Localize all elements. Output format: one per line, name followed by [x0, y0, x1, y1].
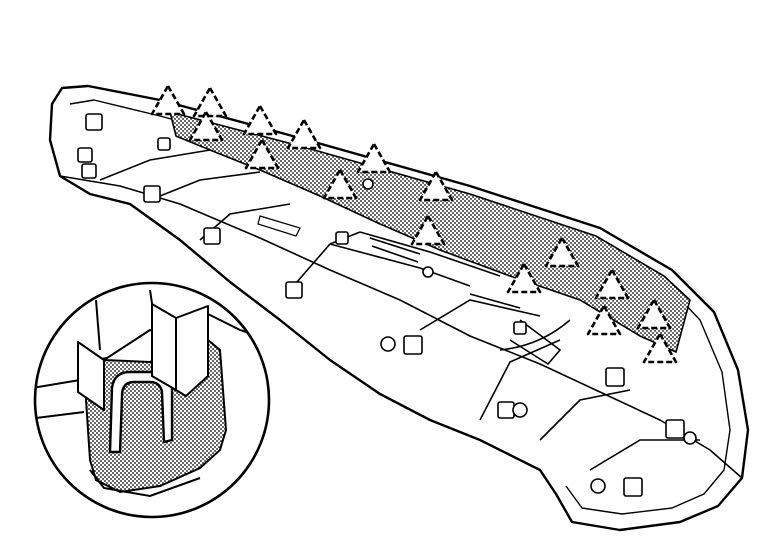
warning-triangle-icon	[506, 262, 542, 294]
boss	[513, 321, 527, 335]
warning-triangle-icon	[544, 236, 580, 268]
boss	[605, 367, 625, 387]
boss	[512, 402, 528, 418]
warning-triangle-icon	[150, 84, 186, 116]
warning-triangle-icon	[244, 138, 280, 170]
warning-triangle-icon	[636, 298, 672, 330]
boss	[81, 163, 97, 179]
boss	[403, 335, 423, 355]
warning-triangle-icon	[586, 304, 622, 336]
boss	[683, 431, 697, 445]
warning-triangle-icon	[356, 142, 392, 174]
warning-triangle-icon	[418, 170, 454, 202]
warning-triangle-icon	[192, 86, 228, 118]
boss	[380, 336, 396, 352]
boss	[85, 113, 103, 131]
boss	[143, 185, 161, 203]
boss	[362, 178, 374, 190]
magnifier-circle-icon	[33, 281, 271, 519]
bumper-outline	[48, 84, 750, 532]
internal-ribs	[99, 149, 700, 471]
boss	[623, 477, 643, 497]
boss	[77, 147, 93, 163]
warning-triangle-icon	[242, 104, 278, 136]
boss	[665, 419, 685, 439]
boss	[335, 231, 349, 245]
boss	[422, 266, 434, 278]
adhesive-markers	[150, 84, 678, 364]
warning-triangle-icon	[410, 214, 446, 246]
boss	[590, 478, 606, 494]
boss	[157, 137, 171, 151]
boss	[203, 227, 221, 245]
warning-triangle-icon	[322, 168, 358, 200]
warning-triangle-icon	[642, 332, 678, 364]
boss	[285, 281, 303, 299]
warning-triangle-icon	[286, 118, 322, 150]
warning-triangle-icon	[188, 110, 224, 142]
boss	[497, 401, 515, 419]
mounting-bosses	[77, 113, 697, 497]
warning-triangle-icon	[594, 268, 630, 300]
